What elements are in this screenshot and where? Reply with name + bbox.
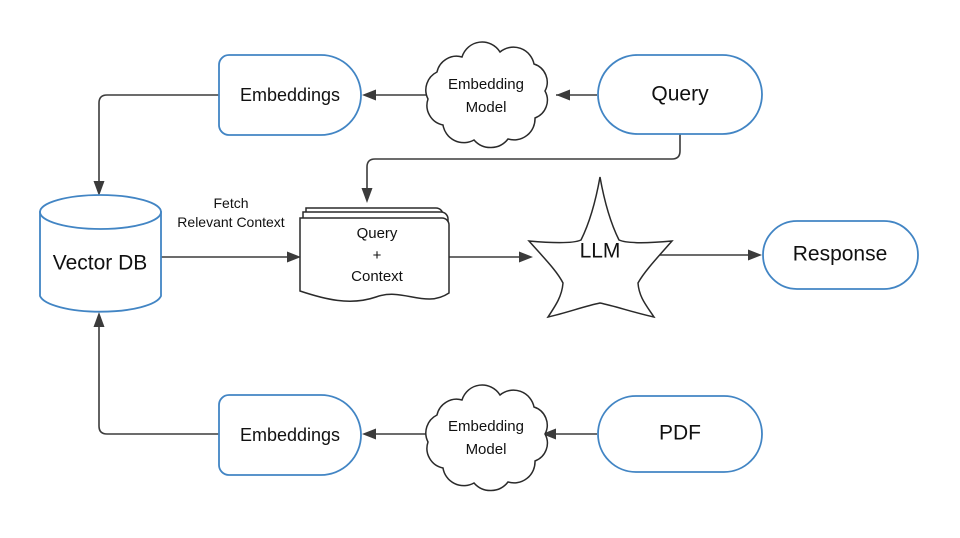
edge-embedding-model-to-embeddings-top	[362, 89, 428, 101]
edge-pdf-to-embedding-model-bottom	[542, 428, 597, 440]
response-shape	[762, 220, 919, 290]
edge-query-to-query-plus-context	[361, 134, 681, 203]
pdf-label: PDF	[659, 422, 701, 445]
embedding-model-query-label-line1: Embedding	[448, 76, 524, 93]
edge-query-plus-context-to-llm	[449, 251, 533, 263]
node-embeddings-pdf[interactable]: Embeddings	[218, 394, 362, 476]
embedding-model-query-label-line2: Model	[466, 99, 507, 116]
node-vector-db[interactable]: Vector DB	[39, 194, 162, 313]
llm-label: LLM	[580, 240, 621, 263]
node-query[interactable]: Query	[597, 54, 763, 135]
edge-embeddings-top-to-vector-db	[93, 94, 219, 196]
query-plus-context-label-line3: Context	[351, 268, 404, 285]
edge-embeddings-bottom-to-vector-db	[93, 312, 219, 435]
edge-label-fetch-line1: Fetch	[213, 195, 248, 211]
node-query-plus-context[interactable]: Query + Context	[299, 207, 450, 302]
query-plus-context-label-line1: Query	[357, 225, 398, 242]
node-embedding-model-query[interactable]: Embedding Model	[425, 41, 549, 149]
pdf-shape	[597, 395, 763, 473]
vector-db-top-ellipse	[39, 194, 162, 230]
response-label: Response	[793, 243, 888, 266]
embedding-model-query-cloud-shape	[425, 41, 549, 149]
embedding-model-pdf-label-line2: Model	[466, 441, 507, 458]
query-label: Query	[651, 83, 709, 106]
embedding-model-pdf-cloud-shape	[425, 384, 549, 492]
node-pdf[interactable]: PDF	[597, 395, 763, 473]
llm-star-shape	[527, 176, 674, 319]
node-response[interactable]: Response	[762, 220, 919, 290]
embeddings-query-shape	[218, 54, 362, 136]
node-embeddings-query[interactable]: Embeddings	[218, 54, 362, 136]
query-plus-context-sheet-front	[299, 217, 450, 302]
node-llm[interactable]: LLM	[527, 176, 674, 319]
edge-vector-db-to-query-plus-context	[161, 251, 301, 263]
edge-llm-to-response	[650, 249, 762, 261]
vector-db-body	[39, 211, 162, 313]
edge-label-fetch-line2: Relevant Context	[177, 214, 285, 230]
query-shape	[597, 54, 763, 135]
vector-db-label: Vector DB	[53, 252, 148, 275]
embedding-model-pdf-label-line1: Embedding	[448, 418, 524, 435]
embeddings-pdf-shape	[218, 394, 362, 476]
embeddings-pdf-label: Embeddings	[240, 425, 340, 445]
edge-embedding-model-bottom-to-embeddings-bottom	[362, 428, 428, 440]
node-embedding-model-pdf[interactable]: Embedding Model	[425, 384, 549, 492]
embeddings-query-label: Embeddings	[240, 85, 340, 105]
query-plus-context-label-line2: +	[373, 247, 382, 264]
edge-query-to-embedding-model	[556, 89, 597, 101]
